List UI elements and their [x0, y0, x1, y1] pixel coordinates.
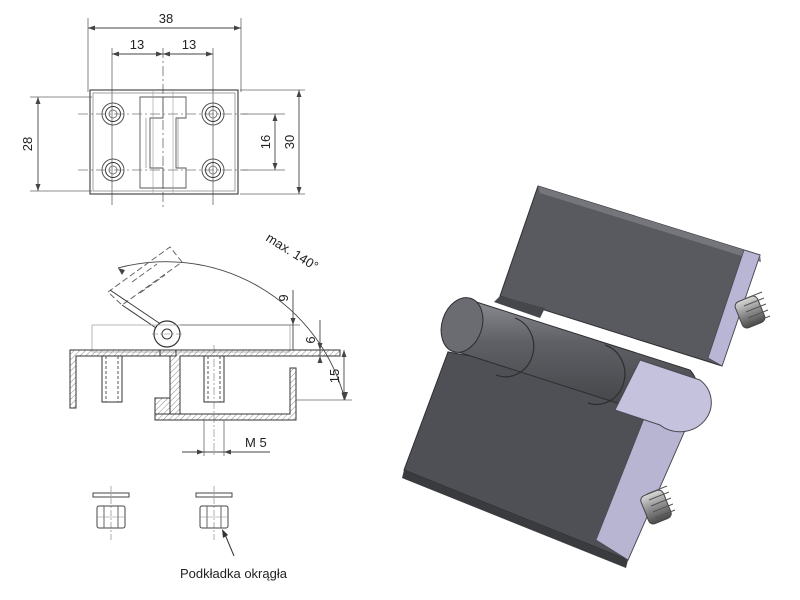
- dim-13-left-label: 13: [130, 37, 144, 52]
- washer-nut-right: [195, 486, 233, 540]
- dimension-16: 16: [242, 113, 285, 171]
- swing-arc: max. 140°: [117, 230, 348, 401]
- knuckle-cylinders: [440, 297, 712, 433]
- top-view-plate: [89, 89, 239, 195]
- washer-label: Podkładka okrągła: [180, 566, 288, 581]
- dimension-28: 28: [20, 96, 92, 192]
- left-bracket-section: [69, 349, 177, 409]
- washer-nut-left: [92, 486, 130, 540]
- accessories: Podkładka okrągła: [92, 486, 288, 581]
- lower-screw: [640, 485, 676, 525]
- dimension-38: 38: [87, 11, 242, 92]
- dimension-6: 6: [303, 320, 323, 363]
- dim-6-label: 6: [303, 336, 318, 343]
- max-angle-label: max. 140°: [263, 230, 321, 274]
- mounting-holes: [78, 102, 248, 182]
- dim-15-label: 15: [327, 369, 342, 383]
- hinge-3d-render: [402, 185, 771, 568]
- washer-callout-arrow: [222, 529, 235, 557]
- right-bracket-section: [154, 349, 341, 421]
- top-view: 38 13 13: [20, 11, 305, 210]
- opened-leaf-ghost: [107, 246, 183, 306]
- right-stud: [203, 345, 225, 455]
- thread-callout: M 5: [182, 420, 270, 456]
- dim-38-label: 38: [159, 11, 173, 26]
- thread-label: M 5: [245, 435, 267, 450]
- dimension-30: 30: [240, 89, 305, 195]
- dim-13-right-label: 13: [182, 37, 196, 52]
- dim-28-label: 28: [20, 137, 35, 151]
- dimension-13-13: 13 13: [111, 37, 214, 210]
- upper-screw: [734, 291, 771, 329]
- dim-9-label: 9: [276, 294, 291, 301]
- side-view: max. 140°: [69, 230, 352, 456]
- left-stud: [101, 355, 123, 403]
- dimension-15: 15: [296, 350, 352, 401]
- dim-16-label: 16: [258, 135, 273, 149]
- upper-leaf: [494, 185, 761, 367]
- hinge-knuckle: [152, 320, 182, 348]
- dim-30-label: 30: [282, 135, 297, 149]
- dimension-9: 9: [180, 290, 300, 350]
